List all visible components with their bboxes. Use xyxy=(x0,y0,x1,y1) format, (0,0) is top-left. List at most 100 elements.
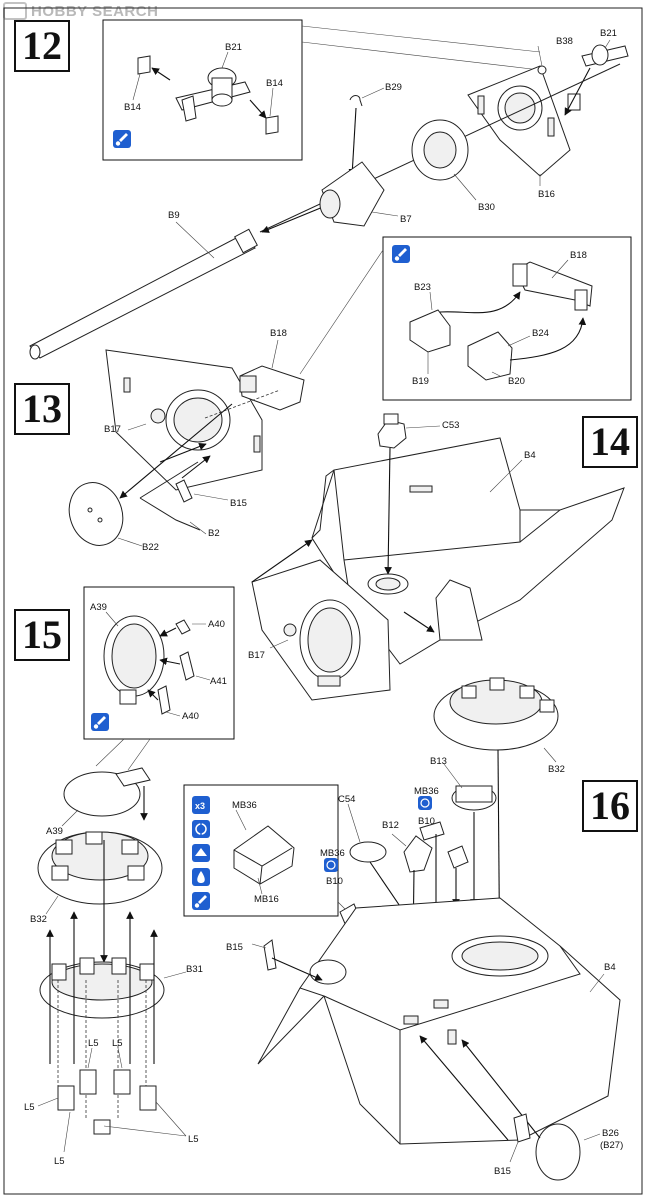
b16-mantlet-part xyxy=(467,65,571,177)
b24-b20-part xyxy=(467,331,513,381)
step-14-group: C53 B4 B17 xyxy=(248,413,625,701)
arrow xyxy=(151,67,171,81)
arrow xyxy=(159,627,177,637)
b18-bracket-part xyxy=(512,261,593,311)
step15-callout-leader xyxy=(95,738,151,771)
label-b14: B14 xyxy=(124,102,141,113)
b32-cupola-part xyxy=(433,677,559,751)
step-number-15: 15 xyxy=(14,609,70,661)
page-border xyxy=(3,7,643,1195)
label-c54: C54 xyxy=(338,794,355,805)
label-b4: B4 xyxy=(524,450,536,461)
a39-hatch-part xyxy=(103,615,165,705)
hidden-line xyxy=(57,980,147,1118)
label-b27: (B27) xyxy=(600,1140,623,1151)
up-direction-icon xyxy=(192,844,210,862)
b22-disc-part xyxy=(68,482,124,546)
b26-lamp-part xyxy=(535,1123,581,1181)
step-15-group: A39 A40 A41 A40 A39 B32 xyxy=(24,586,235,1167)
label-b24: B24 xyxy=(532,328,549,339)
label-b17: B17 xyxy=(248,650,265,661)
label-b9: B9 xyxy=(168,210,180,221)
watermark-text: HOBBY SEARCH xyxy=(31,2,159,20)
label-mb16: MB16 xyxy=(254,894,279,905)
b14-cap-right-part xyxy=(265,115,279,135)
arrow xyxy=(147,689,159,701)
symmetric-icon xyxy=(324,858,338,872)
symmetric-icon xyxy=(192,820,210,838)
arrow xyxy=(159,442,207,463)
b12-part xyxy=(403,835,433,873)
label-b22: B22 xyxy=(142,542,159,553)
paint-icon xyxy=(392,245,410,263)
label-b10: B10 xyxy=(418,816,435,827)
arrow xyxy=(384,447,392,575)
b4-turret-part xyxy=(257,897,621,1145)
paint-icon xyxy=(113,130,131,148)
b2-wire-part xyxy=(139,461,201,531)
b38-part xyxy=(537,65,547,75)
mb36-part xyxy=(447,845,469,869)
label-b15: B15 xyxy=(230,498,247,509)
label-l5: L5 xyxy=(112,1038,123,1049)
b31-vision-ring-part xyxy=(39,957,165,1019)
c53-periscope-part xyxy=(377,413,407,449)
label-b12: B12 xyxy=(382,820,399,831)
label-b29: B29 xyxy=(385,82,402,93)
label-l5: L5 xyxy=(24,1102,35,1113)
b17-front-plate-part xyxy=(251,559,391,701)
b32-cupola-ring-part xyxy=(37,831,163,905)
b9-gun-barrel-part xyxy=(29,228,258,360)
label-a40: A40 xyxy=(182,711,199,722)
arrow xyxy=(509,317,587,361)
step-number-16: 16 xyxy=(582,780,638,832)
b7-bell-part xyxy=(319,161,385,227)
label-a40: A40 xyxy=(208,619,225,630)
arrow xyxy=(403,611,435,633)
label-b31: B31 xyxy=(186,964,203,975)
label-b20: B20 xyxy=(508,376,525,387)
label-mb36: MB36 xyxy=(414,786,439,797)
arrow xyxy=(249,99,267,119)
b18-bracket-part xyxy=(239,365,305,411)
b4-hull-part xyxy=(311,437,625,665)
a40-part xyxy=(175,619,191,635)
label-b21: B21 xyxy=(600,28,617,39)
label-b10: B10 xyxy=(326,876,343,887)
step-13-group: B18 B23 B24 B19 B20 xyxy=(68,236,632,553)
a40-part xyxy=(157,685,171,715)
label-c53: C53 xyxy=(442,420,459,431)
label-b13: B13 xyxy=(430,756,447,767)
x3-quantity-icon: x3 xyxy=(192,796,210,814)
step-number-12: 12 xyxy=(14,20,70,72)
label-b26: B26 xyxy=(602,1128,619,1139)
l5-vision-block-part xyxy=(57,1069,157,1135)
label-b18: B18 xyxy=(270,328,287,339)
step-16-group: x3 MB36 MB16 xyxy=(183,677,623,1181)
label-b4: B4 xyxy=(604,962,616,973)
paint-icon xyxy=(192,892,210,910)
arrow xyxy=(419,1035,509,1141)
label-b2: B2 xyxy=(208,528,220,539)
label-b16: B16 xyxy=(538,189,555,200)
label-l5: L5 xyxy=(188,1134,199,1145)
arrow xyxy=(119,403,233,499)
b21-shaft-part xyxy=(175,67,251,122)
label-b21: B21 xyxy=(225,42,242,53)
arrow xyxy=(181,455,211,479)
label-a39: A39 xyxy=(90,602,107,613)
step12-callout-box xyxy=(102,19,303,161)
b17-front-plate-part xyxy=(105,349,263,491)
label-mb36: MB36 xyxy=(232,800,257,811)
step-12-group: B21 B14 B14 B38 B21 B16 xyxy=(29,19,629,360)
label-mb36: MB36 xyxy=(320,848,345,859)
arrow xyxy=(439,291,521,314)
label-l5: L5 xyxy=(88,1038,99,1049)
label-b7: B7 xyxy=(400,214,412,225)
arrow xyxy=(564,67,591,116)
label-b32: B32 xyxy=(548,764,565,775)
arrow xyxy=(348,107,357,177)
b30-ring-part xyxy=(411,119,469,181)
